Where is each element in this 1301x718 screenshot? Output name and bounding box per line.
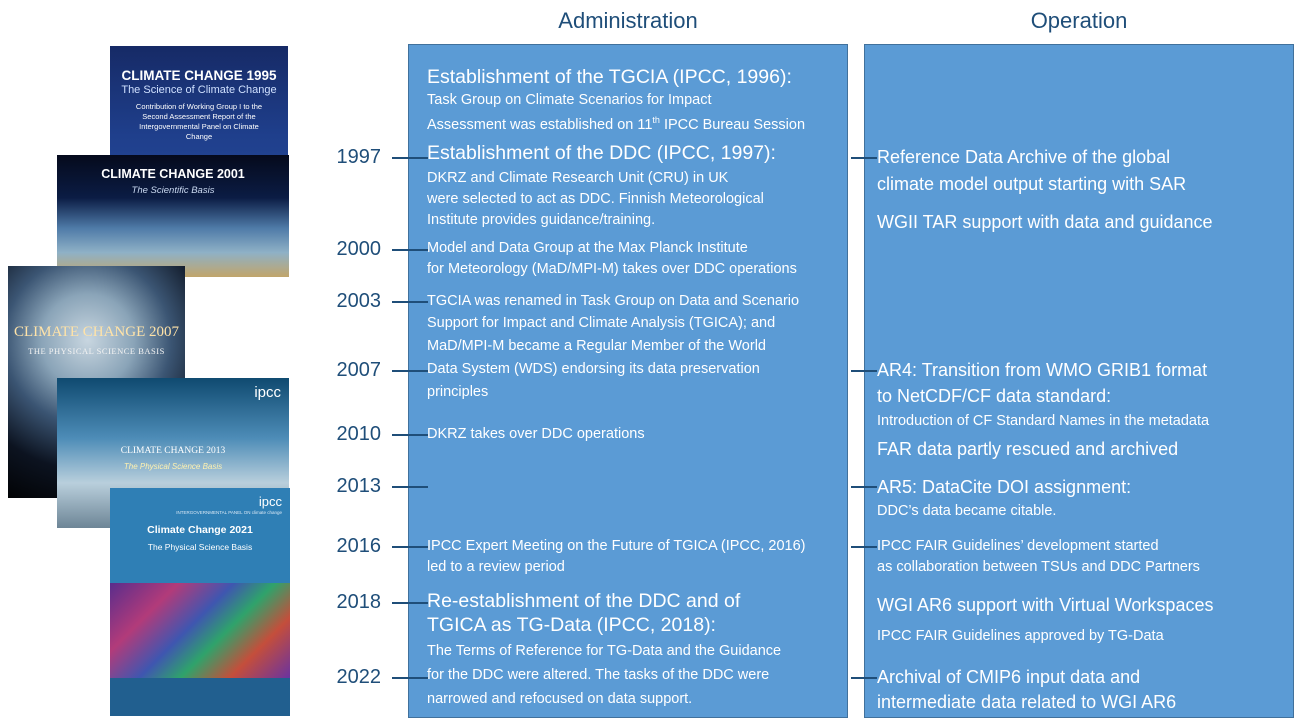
admin-tgcia-line2: Assessment was established on 11th IPCC … xyxy=(427,110,805,135)
admin-2018-line1: The Terms of Reference for TG-Data and t… xyxy=(427,643,782,659)
op-ar4-line1: AR4: Transition from WMO GRIB1 format xyxy=(877,360,1208,380)
op-far-data: FAR data partly rescued and archived xyxy=(877,439,1179,459)
year-2007: 2007 xyxy=(336,359,382,381)
op-cmip6-line2: intermediate data related to WGI AR6 xyxy=(877,692,1177,712)
op-wgii-tar: WGII TAR support with data and guidance xyxy=(877,212,1213,232)
cover-1995-title: CLIMATE CHANGE 1995 xyxy=(121,68,277,83)
admin-ddc-line1: DKRZ and Climate Research Unit (CRU) in … xyxy=(427,170,729,186)
cover-1995-description: Contribution of Working Group I to the S… xyxy=(135,102,263,141)
op-tick-2007 xyxy=(851,370,877,372)
admin-2018-title1: Re-establishment of the DDC and of xyxy=(427,590,741,612)
tick-1997 xyxy=(392,157,428,159)
tick-2013 xyxy=(392,486,428,488)
year-2003: 2003 xyxy=(336,290,382,312)
admin-tgcia-line2-sup: th xyxy=(652,115,660,125)
op-ar5-line2: DDC’s data became citable. xyxy=(877,503,1057,519)
tick-2018 xyxy=(392,602,428,604)
cover-2013-title: CLIMATE CHANGE 2013 xyxy=(120,446,226,456)
op-reference-archive-line1: Reference Data Archive of the global xyxy=(877,147,1171,167)
op-tick-2013 xyxy=(851,486,877,488)
admin-2003-line5: principles xyxy=(427,384,489,400)
tick-2000 xyxy=(392,249,428,251)
op-ar4-line3: Introduction of CF Standard Names in the… xyxy=(877,413,1210,429)
admin-tgcia-line2-a: Assessment was established on 11 xyxy=(427,116,653,133)
year-2018: 2018 xyxy=(336,591,382,613)
admin-2018-line2: for the DDC were altered. The tasks of t… xyxy=(427,667,770,683)
tick-2007 xyxy=(392,370,428,372)
admin-tgcia-line2-b: IPCC Bureau Session xyxy=(659,116,806,133)
cover-2021-footer xyxy=(110,678,290,716)
op-tick-2016 xyxy=(851,546,877,548)
admin-tgcia-title: Establishment of the TGCIA (IPCC, 1996): xyxy=(427,66,792,88)
tick-2016 xyxy=(392,546,428,548)
tick-2022 xyxy=(392,677,428,679)
cover-2021-subtitle: The Physical Science Basis xyxy=(147,542,253,552)
cover-2013-subtitle: The Physical Science Basis xyxy=(123,462,223,471)
admin-2018-line3: narrowed and refocused on data support. xyxy=(427,691,693,707)
admin-2003-line2: Support for Impact and Climate Analysis … xyxy=(427,315,776,331)
admin-ddc-line3: Institute provides guidance/training. xyxy=(427,212,656,228)
admin-2016-line1: IPCC Expert Meeting on the Future of TGI… xyxy=(427,538,806,554)
operation-header: Operation xyxy=(1030,8,1128,33)
admin-2010: DKRZ takes over DDC operations xyxy=(427,426,645,442)
administration-header: Administration xyxy=(558,8,698,33)
year-1997: 1997 xyxy=(336,146,382,168)
admin-tgcia-line1: Task Group on Climate Scenarios for Impa… xyxy=(427,92,712,108)
admin-2003-line1: TGCIA was renamed in Task Group on Data … xyxy=(427,293,800,309)
op-ar5-line1: AR5: DataCite DOI assignment: xyxy=(877,477,1132,497)
tick-2003 xyxy=(392,301,428,303)
ipcc-logo: ipcc xyxy=(254,384,281,401)
year-2010: 2010 xyxy=(336,423,382,445)
year-2013: 2013 xyxy=(336,475,382,497)
year-2000: 2000 xyxy=(336,238,382,260)
op-fair-approved: IPCC FAIR Guidelines approved by TG-Data xyxy=(877,628,1164,644)
administration-panel xyxy=(408,44,848,718)
admin-2018-title2: TGICA as TG-Data (IPCC, 2018): xyxy=(427,614,716,636)
admin-2003-line3: MaD/MPI-M became a Regular Member of the… xyxy=(427,338,766,354)
cover-1995-subtitle: The Science of Climate Change xyxy=(121,84,277,96)
cover-2001-subtitle: The Scientific Basis xyxy=(131,185,215,196)
cover-2021: ipcc INTERGOVERNMENTAL PANEL ON climate … xyxy=(110,488,290,716)
year-2022: 2022 xyxy=(336,666,382,688)
operation-panel xyxy=(864,44,1294,718)
op-reference-archive-line2: climate model output starting with SAR xyxy=(877,174,1187,194)
ipcc-logo: ipcc xyxy=(258,494,282,509)
op-fair-dev-line2: as collaboration between TSUs and DDC Pa… xyxy=(877,559,1200,575)
op-wgi-ar6: WGI AR6 support with Virtual Workspaces xyxy=(877,595,1214,615)
year-2016: 2016 xyxy=(336,535,382,557)
op-tick-2022 xyxy=(851,677,877,679)
cover-2007-title: CLIMATE CHANGE 2007 xyxy=(14,324,179,340)
op-tick-1997 xyxy=(851,157,877,159)
op-cmip6-line1: Archival of CMIP6 input data and xyxy=(877,667,1141,687)
op-fair-dev-line1: IPCC FAIR Guidelines’ development starte… xyxy=(877,538,1159,554)
cover-2021-tagline: INTERGOVERNMENTAL PANEL ON climate chang… xyxy=(176,510,282,515)
admin-ddc-title: Establishment of the DDC (IPCC, 1997): xyxy=(427,142,776,164)
admin-2000-line1: Model and Data Group at the Max Planck I… xyxy=(427,240,748,256)
cover-2001-title: CLIMATE CHANGE 2001 xyxy=(101,167,245,181)
cover-2007-subtitle: THE PHYSICAL SCIENCE BASIS xyxy=(28,346,165,356)
admin-ddc-line2: were selected to act as DDC. Finnish Met… xyxy=(427,191,764,207)
admin-2003-line4: Data System (WDS) endorsing its data pre… xyxy=(427,361,760,377)
cover-2001: CLIMATE CHANGE 2001 The Scientific Basis xyxy=(57,155,289,277)
admin-2016-line2: led to a review period xyxy=(427,559,565,575)
tick-2010 xyxy=(392,434,428,436)
admin-2000-line2: for Meteorology (MaD/MPI-M) takes over D… xyxy=(427,261,797,277)
cover-2021-map-image xyxy=(110,583,290,678)
cover-2021-title: Climate Change 2021 xyxy=(147,524,253,536)
op-ar4-line2: to NetCDF/CF data standard: xyxy=(877,386,1112,406)
